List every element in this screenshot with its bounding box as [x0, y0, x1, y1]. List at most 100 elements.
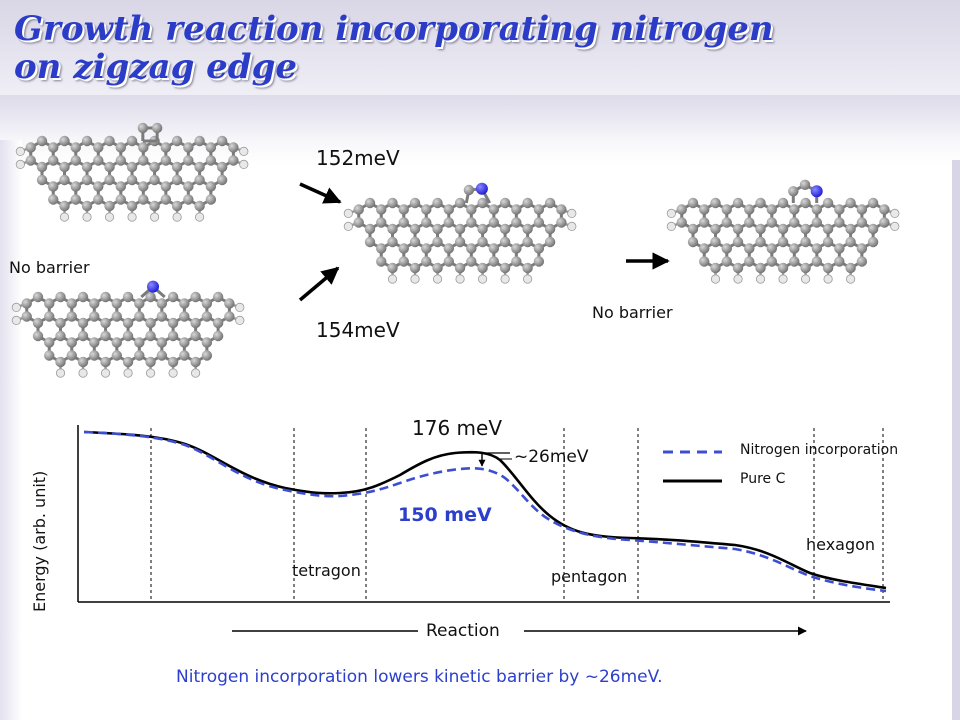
carbon-atom	[194, 200, 205, 212]
hydrogen-atom	[100, 368, 111, 378]
carbon-atom	[179, 311, 190, 322]
carbon-atom	[488, 204, 500, 215]
carbon-atom	[183, 181, 194, 192]
legend-label-nitrogen: Nitrogen incorporation	[740, 442, 899, 458]
carbon-atom	[544, 223, 556, 235]
carbon-atom	[364, 197, 376, 209]
carbon-atom	[376, 256, 387, 267]
carbon-atom	[89, 350, 100, 361]
carbon-atom	[21, 311, 32, 322]
carbon-atom	[171, 161, 183, 173]
carbon-atom	[755, 262, 766, 274]
carbon-atom	[811, 217, 823, 228]
carbon-atom	[194, 161, 205, 173]
carbon-atom	[421, 217, 432, 228]
stage-label-pentagon: pentagon	[551, 567, 628, 586]
carbon-atom	[421, 204, 432, 215]
carbon-atom	[115, 155, 127, 166]
carbon-atom	[138, 142, 149, 153]
carbon-atom	[822, 223, 834, 235]
carbon-atom	[488, 256, 500, 267]
carbon-atom	[138, 194, 149, 205]
carbon-atom	[800, 197, 811, 209]
carbon-atom	[134, 350, 145, 361]
carbon-atom	[699, 243, 710, 254]
carbon-atom	[104, 200, 115, 212]
carbon-atom	[811, 243, 823, 254]
carbon-atom	[59, 135, 70, 147]
carbon-atom	[511, 204, 522, 215]
carbon-atom	[845, 262, 856, 274]
hydrogen-atom	[145, 368, 156, 378]
carbon-atom	[190, 330, 201, 342]
carbon-atom	[800, 223, 811, 235]
carbon-atom	[533, 256, 545, 267]
carbon-atom	[44, 298, 55, 309]
slide-title: Growth reaction incorporating nitrogen o…	[14, 10, 914, 86]
carbon-atom	[145, 356, 156, 368]
carbon-atom	[167, 317, 179, 329]
carbon-atom	[81, 200, 93, 212]
carbon-atom	[115, 142, 127, 153]
carbon-atom	[522, 197, 533, 209]
carbon-atom	[156, 298, 168, 309]
carbon-atom	[744, 204, 755, 215]
carbon-atom	[89, 337, 100, 348]
carbon-atom	[822, 262, 834, 274]
carbon-atom	[777, 223, 789, 235]
carbon-atom	[466, 204, 477, 215]
carbon-atom	[488, 217, 500, 228]
molecule-product	[666, 179, 900, 284]
header-background	[0, 0, 960, 140]
left-edge-decoration	[0, 140, 22, 720]
hydrogen-atom	[666, 208, 676, 218]
hydrogen-atom	[15, 146, 25, 156]
carbon-atom	[755, 197, 766, 209]
carbon-atom	[867, 236, 879, 248]
pure-c-barrier-label: 176 meV	[412, 416, 502, 440]
carbon-atom	[533, 217, 545, 228]
hydrogen-atom	[15, 159, 25, 169]
carbon-atom	[145, 291, 156, 303]
carbon-atom	[788, 186, 799, 197]
carbon-atom	[216, 161, 228, 173]
carbon-atom	[398, 243, 409, 254]
carbon-atom	[488, 243, 500, 254]
carbon-atom	[44, 311, 55, 322]
carbon-atom	[194, 174, 205, 186]
carbon-atom	[766, 204, 778, 215]
carbon-atom	[48, 181, 59, 192]
no-barrier-label-right: No barrier	[592, 303, 673, 322]
hydrogen-atom	[523, 274, 533, 284]
hydrogen-atom	[477, 274, 488, 284]
hydrogen-atom	[343, 221, 353, 231]
carbon-atom	[845, 236, 856, 248]
reaction-arrow-bottom	[298, 266, 340, 302]
carbon-atom	[755, 223, 766, 235]
carbon-atom	[744, 217, 755, 228]
carbon-atom	[70, 155, 81, 166]
carbon-atom	[160, 181, 172, 192]
hydrogen-atom	[410, 274, 420, 284]
carbon-atom	[856, 204, 868, 215]
carbon-atom	[156, 311, 168, 322]
carbon-atom	[687, 197, 699, 209]
carbon-atom	[522, 223, 533, 235]
carbon-atom	[845, 197, 856, 209]
carbon-atom	[421, 243, 432, 254]
carbon-atom	[205, 194, 217, 205]
carbon-atom	[122, 291, 134, 303]
carbon-atom	[122, 317, 134, 329]
carbon-atom	[544, 236, 556, 248]
carbon-atom	[48, 142, 59, 153]
carbon-atom	[466, 217, 477, 228]
carbon-atom	[70, 142, 81, 153]
carbon-atom	[477, 236, 488, 248]
carbon-atom	[432, 236, 443, 248]
carbon-atom	[183, 155, 194, 166]
carbon-atom	[676, 204, 687, 215]
carbon-atom	[126, 200, 138, 212]
carbon-atom	[201, 311, 213, 322]
carbon-atom	[511, 243, 522, 254]
